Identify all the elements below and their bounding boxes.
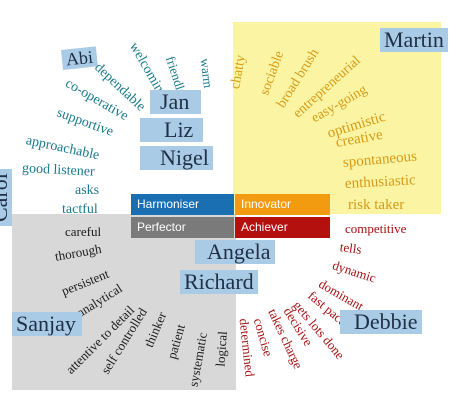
word-risk-taker: risk taker (348, 197, 405, 213)
name-carol: Carol (0, 169, 12, 226)
name-debbie: Debbie (340, 310, 422, 334)
word-careful: careful (65, 224, 102, 239)
name-liz: Liz (140, 118, 204, 142)
achiever-key: Achiever (235, 217, 330, 238)
name-martin: Martin (380, 28, 448, 52)
word-asks: asks (75, 183, 100, 198)
word-logical: logical (212, 330, 230, 368)
word-competitive: competitive (345, 221, 407, 236)
word-tells: tells (338, 239, 363, 257)
name-abi: Abi (60, 46, 98, 70)
innovator-zone (233, 22, 441, 214)
name-nigel: Nigel (140, 146, 213, 170)
word-dynamic: dynamic (330, 257, 378, 286)
word-warm: warm (197, 57, 217, 89)
name-richard: Richard (180, 270, 258, 294)
perfector-key: Perfector (131, 217, 234, 238)
name-angela: Angela (195, 240, 275, 264)
innovator-key: Innovator (235, 194, 330, 215)
name-sanjay: Sanjay (12, 312, 82, 336)
word-approachable: approachable (24, 133, 101, 164)
harmoniser-key: Harmoniser (131, 194, 234, 215)
word-good-listener: good listener (21, 161, 96, 180)
word-tactful: tactful (62, 202, 98, 217)
name-jan: Jan (150, 90, 202, 114)
